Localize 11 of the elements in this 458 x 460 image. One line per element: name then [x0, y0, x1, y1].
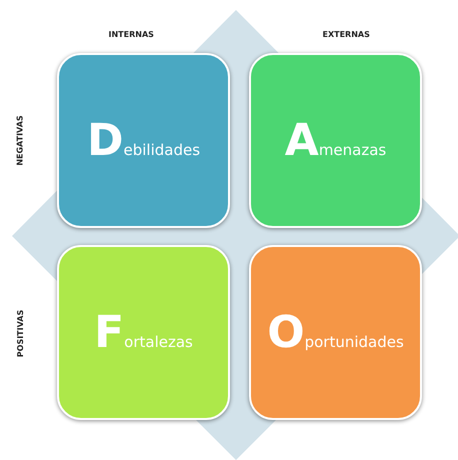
row-header: NEGATIVAS: [16, 114, 25, 166]
quadrant-title: Amenazas: [284, 118, 386, 162]
column-header: EXTERNAS: [322, 30, 370, 38]
row-header: POSITIVAS: [16, 309, 25, 357]
quadrant-title: Oportunidades: [267, 310, 404, 354]
quadrant-box: [249, 245, 422, 420]
column-header: INTERNAS: [108, 30, 154, 38]
quadrant-title: Debilidades: [86, 118, 200, 162]
quadrant-box: [249, 53, 422, 228]
quadrant-box: [57, 53, 230, 228]
quadrant-box: [57, 245, 230, 420]
